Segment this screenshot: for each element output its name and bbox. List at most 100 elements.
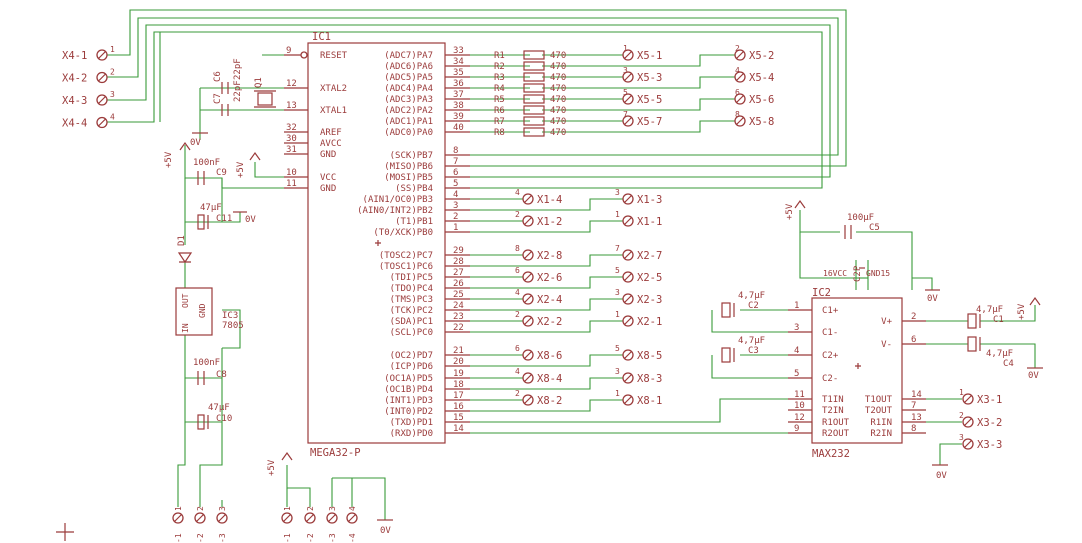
screw-terminal <box>522 394 534 406</box>
screw-terminal <box>194 512 206 524</box>
mcu-pin-label: (MISO)PB6 <box>384 162 433 172</box>
connector-item: 1X1-1 <box>615 210 662 228</box>
screw-terminal <box>734 71 746 83</box>
svg-text:IC3: IC3 <box>222 311 238 321</box>
connector-pin-number: 4 <box>110 113 115 122</box>
screw-terminal <box>962 393 974 405</box>
max232-pin-number: 2 <box>911 312 916 322</box>
connector-item: 6X8-6 <box>515 344 562 362</box>
resistor-name: R7 <box>494 117 505 127</box>
max232-pin-number: 5 <box>794 369 799 379</box>
screw-terminal <box>522 249 534 261</box>
mcu-pin-label: XTAL1 <box>320 106 347 116</box>
connector-item: 2X3-2 <box>959 411 1002 429</box>
connector-item: 2-2 <box>194 506 206 543</box>
svg-text:C11: C11 <box>216 214 232 224</box>
connector-label: X3-3 <box>977 439 1002 451</box>
connector-label: X8-2 <box>537 395 562 407</box>
terminal-slot <box>524 351 532 359</box>
svg-text:0V: 0V <box>380 526 391 536</box>
connector-item: 3X1-3 <box>615 188 662 206</box>
max232-vcc-label: 16VCC <box>823 269 847 278</box>
connector-pin-number: 3 <box>218 506 227 511</box>
terminal-slot <box>624 95 632 103</box>
svg-text:+5V: +5V <box>164 151 174 168</box>
svg-text:GND: GND <box>198 303 207 318</box>
gnd-symbol: 0V <box>233 211 256 225</box>
connector-label: X3-2 <box>977 417 1002 429</box>
connector-label: X3-1 <box>977 394 1002 406</box>
connector-pin-number: 2 <box>735 44 740 53</box>
terminal-slot <box>624 351 632 359</box>
terminal-slot <box>964 418 972 426</box>
connector-label: -2 <box>196 533 205 543</box>
connector-pin-number: 3 <box>615 367 620 376</box>
svg-text:4,7µF: 4,7µF <box>986 349 1013 359</box>
mcu-pin-label: (RXD)PD0 <box>390 429 433 439</box>
screw-terminal <box>522 293 534 305</box>
resistor-value: 470 <box>550 51 566 61</box>
connector-pin-number: 5 <box>623 88 628 97</box>
mcu-pin-number: 32 <box>286 123 297 133</box>
resistor-value: 470 <box>550 128 566 138</box>
mcu-pin-label: (MOSI)PB5 <box>384 173 433 183</box>
connector-label: -1 <box>174 533 183 543</box>
mcu-pin-number: 6 <box>453 168 458 178</box>
max232-pin-number: 11 <box>794 390 805 400</box>
terminal-slot <box>624 217 632 225</box>
mcu-pin-label: (TXD)PD1 <box>390 418 433 428</box>
resistor-value: 470 <box>550 62 566 72</box>
svg-text:+5V: +5V <box>267 459 277 476</box>
screw-terminal <box>622 315 634 327</box>
screw-terminal <box>622 93 634 105</box>
screw-terminal <box>346 512 358 524</box>
terminal-slot <box>524 195 532 203</box>
svg-text:4,7µF: 4,7µF <box>738 336 765 346</box>
screw-terminal <box>622 193 634 205</box>
connector-pin-number: 1 <box>959 388 964 397</box>
connector-label: X2-8 <box>537 250 562 262</box>
connector-pin-number: 1 <box>174 506 183 511</box>
screw-terminal <box>326 512 338 524</box>
connector-label: X5-7 <box>637 116 662 128</box>
terminal-slot <box>524 317 532 325</box>
mcu-pin-label: (T0/XCK)PB0 <box>373 228 433 238</box>
screw-terminal <box>622 71 634 83</box>
terminal-slot <box>98 118 106 127</box>
resistor-name: R2 <box>494 62 505 72</box>
screw-terminal <box>622 49 634 61</box>
connector-pin-number: 6 <box>515 266 520 275</box>
svg-text:0V: 0V <box>190 138 201 148</box>
max232-pin-label: C1- <box>822 328 838 338</box>
max232-pin-label: C2- <box>822 374 838 384</box>
mcu-pin-number: 16 <box>453 402 464 412</box>
gnd-symbol: 0V <box>1027 367 1043 381</box>
max232-pin-label: V- <box>881 340 892 350</box>
mcu-pin-number: 39 <box>453 112 464 122</box>
screw-terminal <box>96 49 108 61</box>
terminal-slot <box>98 51 106 59</box>
connector-item: 3X3-3 <box>959 433 1002 451</box>
svg-text:C6: C6 <box>213 71 223 82</box>
connector-pin-number: 7 <box>615 244 620 253</box>
screw-terminal <box>216 512 228 524</box>
screw-terminal <box>522 372 534 384</box>
screw-terminal <box>622 271 634 283</box>
connector-label: X2-4 <box>537 294 562 306</box>
resistor-name: R8 <box>494 128 505 138</box>
mcu-pin-number: 2 <box>453 212 458 222</box>
mcu-pin-label: AVCC <box>320 139 342 149</box>
connector-item: 4X1-4 <box>515 188 562 206</box>
terminal-slot <box>524 217 532 225</box>
connector-label: -3 <box>328 533 337 543</box>
svg-text:47µF: 47µF <box>208 403 230 413</box>
resistor-value: 470 <box>550 117 566 127</box>
terminal-slot <box>624 195 632 203</box>
connector-pin-number: 4 <box>735 66 740 75</box>
connector-item: 3-3 <box>216 506 228 543</box>
mcu-pin-number: 9 <box>286 46 291 56</box>
reset-inversion-bubble <box>300 51 308 59</box>
connector-label: -2 <box>306 533 315 543</box>
connector-pin-number: 7 <box>623 110 628 119</box>
